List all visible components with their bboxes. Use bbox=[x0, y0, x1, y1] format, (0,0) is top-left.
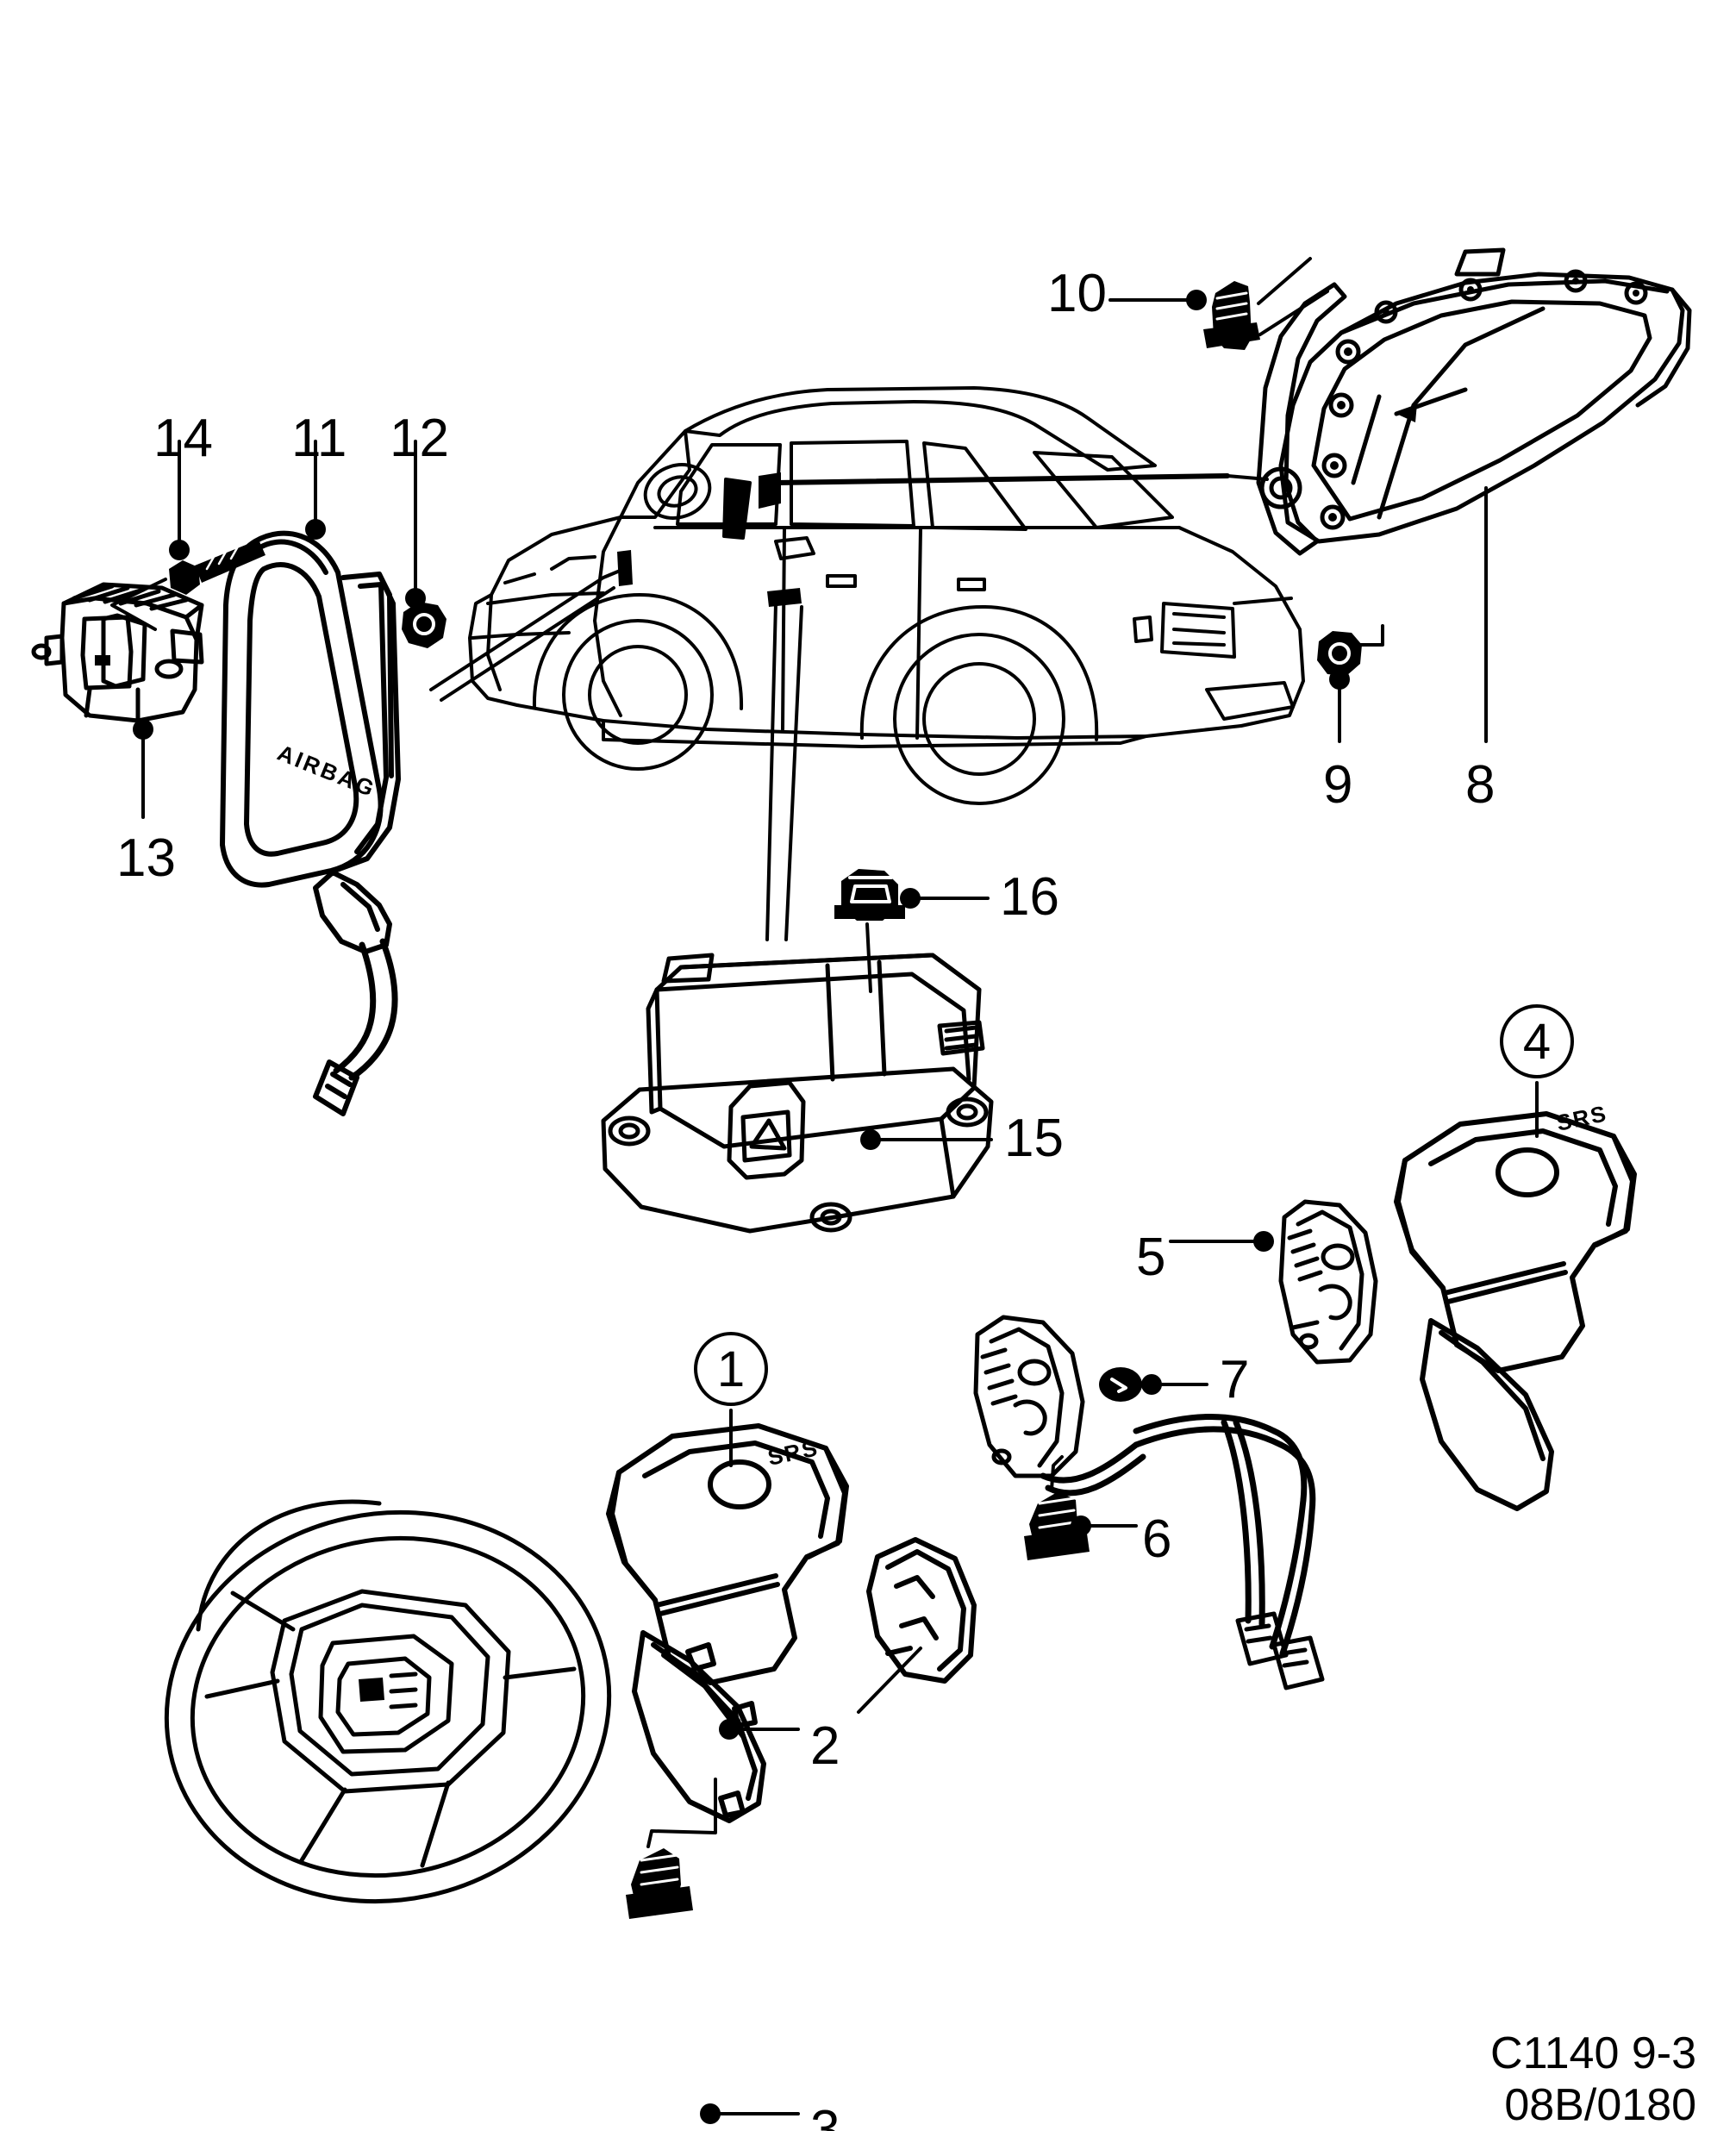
part-11-side-airbag-module bbox=[220, 530, 401, 1116]
part-4-driver-airbag-module bbox=[1394, 1111, 1637, 1511]
callout-10: 10 bbox=[1047, 264, 1107, 323]
callout-16: 16 bbox=[1000, 867, 1059, 927]
steering-wheel bbox=[164, 1499, 612, 1904]
part-16-flange-nut bbox=[834, 869, 905, 993]
vehicle-outline bbox=[468, 386, 1305, 805]
footer-document-code: C1140 9-3 bbox=[1490, 2028, 1696, 2078]
callout-15: 15 bbox=[1004, 1109, 1064, 1168]
part-3-bolt bbox=[626, 1778, 717, 1919]
callout-3: 3 bbox=[810, 2100, 840, 2131]
part-5-switch-assembly bbox=[973, 1199, 1378, 1690]
callout-6: 6 bbox=[1142, 1509, 1172, 1569]
part-13-side-impact-sensor bbox=[31, 582, 204, 723]
leader-lines bbox=[141, 298, 1539, 2115]
callout-12: 12 bbox=[390, 409, 449, 468]
part-8-passenger-airbag-module bbox=[1256, 247, 1692, 556]
part-6-bolt bbox=[1024, 1455, 1090, 1560]
callout-5: 5 bbox=[1136, 1228, 1166, 1287]
callout-9: 9 bbox=[1323, 755, 1353, 815]
callout-7: 7 bbox=[1220, 1350, 1250, 1409]
leader-dots bbox=[133, 290, 1350, 2124]
callout-2: 2 bbox=[810, 1716, 840, 1776]
airbag-cover-text: AIRBAG bbox=[274, 740, 380, 803]
callout-13: 13 bbox=[116, 828, 176, 888]
callout-1: 1 bbox=[694, 1332, 768, 1406]
footer-revision-code: 08B/0180 bbox=[1504, 2080, 1696, 2130]
callout-11: 11 bbox=[291, 409, 347, 468]
part-2-trim-insert bbox=[866, 1537, 977, 1684]
part-15-srs-control-module bbox=[601, 953, 994, 1234]
part-14-screw bbox=[110, 540, 265, 631]
part-1-driver-airbag-module bbox=[606, 1423, 849, 1823]
part-9-nut bbox=[1317, 624, 1384, 676]
part-7-grommet bbox=[1099, 1367, 1142, 1402]
callout-14: 14 bbox=[153, 409, 213, 468]
callout-4: 4 bbox=[1500, 1004, 1574, 1078]
part-12-nut bbox=[402, 602, 446, 648]
callout-8: 8 bbox=[1465, 755, 1496, 815]
